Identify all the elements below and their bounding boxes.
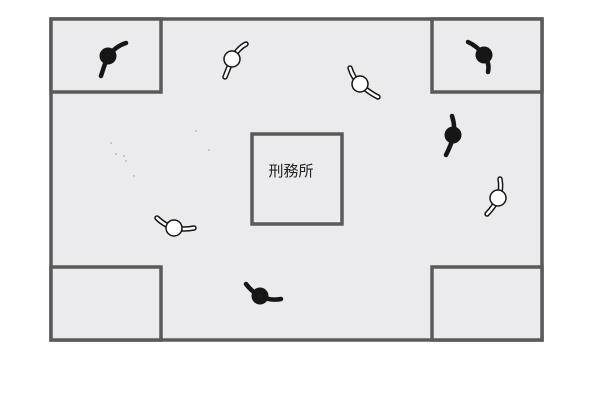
floor-specks	[110, 130, 210, 177]
black-piece[interactable]	[465, 39, 493, 75]
prison-label: 刑務所	[268, 162, 313, 180]
white-piece[interactable]	[154, 215, 197, 237]
black-piece[interactable]	[443, 113, 462, 158]
white-piece[interactable]	[347, 65, 381, 100]
corner-cell-bottom-right[interactable]	[430, 265, 544, 342]
prison-cell[interactable]	[250, 132, 344, 226]
black-piece[interactable]	[98, 40, 129, 79]
corner-cell-bottom-left[interactable]	[49, 265, 163, 342]
white-piece[interactable]	[484, 176, 507, 217]
black-piece[interactable]	[243, 281, 284, 305]
white-piece[interactable]	[222, 41, 249, 80]
